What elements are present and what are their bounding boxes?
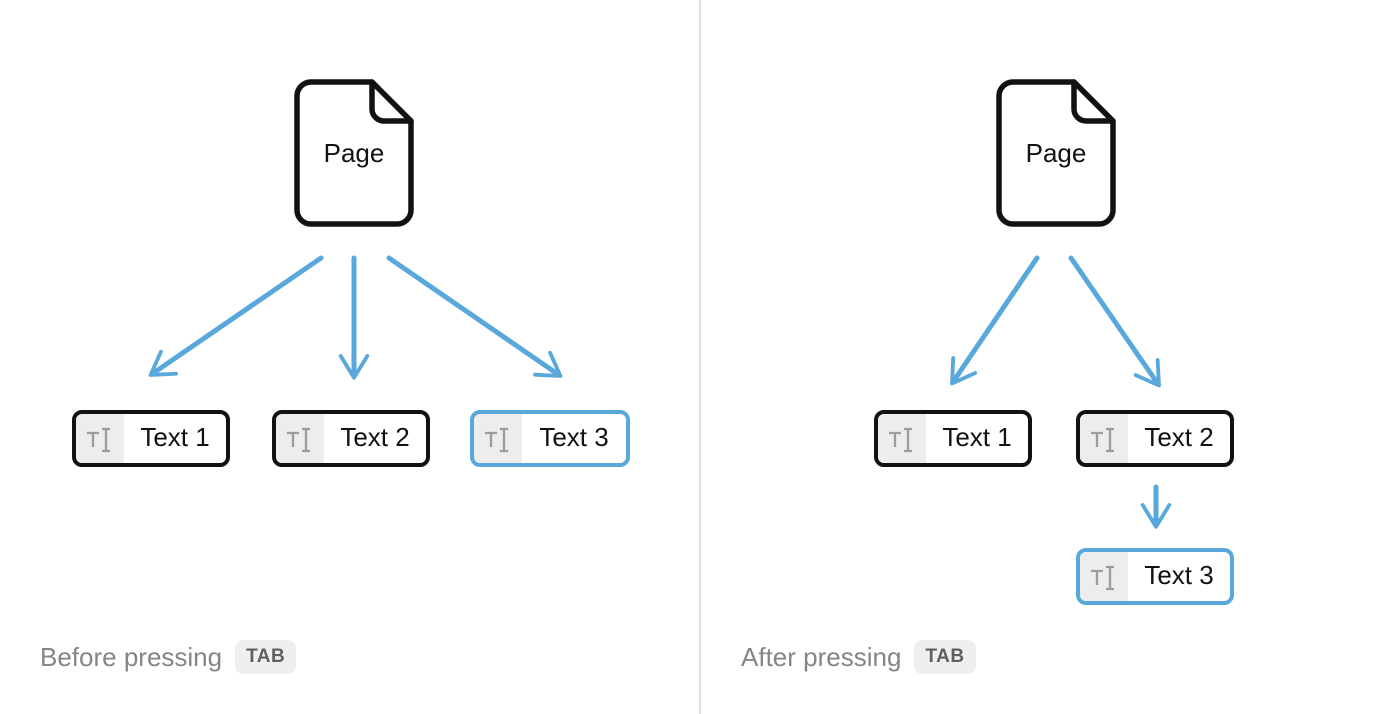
caption-before: Before pressing TAB: [40, 638, 297, 676]
text-block-text1-after: Text 1: [874, 410, 1032, 467]
text-cursor-icon: [1080, 414, 1128, 463]
text-cursor-icon: [76, 414, 124, 463]
text-cursor-icon: [276, 414, 324, 463]
text-block-text2-after: Text 2: [1076, 410, 1234, 467]
page-icon: [294, 79, 414, 227]
text-block-label: Text 1: [140, 422, 210, 452]
text-block-label: Text 3: [539, 422, 609, 452]
arrow-page-to-text3-before: [386, 255, 563, 378]
text-block-text3-after-highlighted: Text 3: [1076, 548, 1234, 605]
page-node-before: Page: [294, 79, 414, 227]
tab-key-badge: TAB: [914, 640, 976, 674]
caption-text: Before pressing: [40, 641, 223, 672]
caption-after: After pressing TAB: [741, 638, 976, 676]
text-block-text2-before: Text 2: [272, 410, 430, 467]
text-block-text1-before: Text 1: [72, 410, 230, 467]
page-label: Page: [323, 137, 385, 168]
page-icon: [996, 79, 1116, 227]
text-block-text3-before-highlighted: Text 3: [470, 410, 630, 467]
arrow-page-to-text2-after: [1068, 255, 1161, 388]
text-block-label: Text 2: [1144, 422, 1214, 452]
arrow-page-to-text1-before: [148, 255, 324, 377]
page-label: Page: [1025, 137, 1087, 168]
text-cursor-icon: [878, 414, 926, 463]
text-cursor-icon: [474, 414, 522, 463]
caption-text: After pressing: [741, 641, 902, 672]
tab-key-badge: TAB: [235, 640, 297, 674]
text-block-label: Text 2: [340, 422, 410, 452]
page-node-after: Page: [996, 79, 1116, 227]
text-block-label: Text 3: [1144, 560, 1214, 590]
panel-divider: [699, 0, 701, 714]
arrow-page-to-text1-after: [950, 255, 1040, 386]
text-cursor-icon: [1080, 552, 1128, 601]
text-block-label: Text 1: [942, 422, 1012, 452]
